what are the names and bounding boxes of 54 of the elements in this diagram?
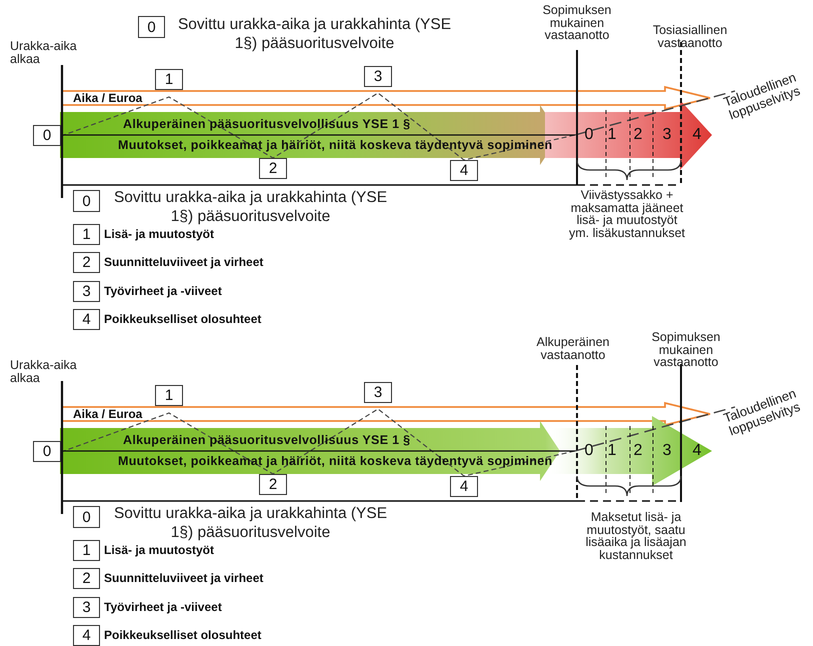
segment-number: 4 [692,126,702,144]
number-box: 0 [73,506,100,528]
annotation-text: Maksetut lisä- ja muutostyöt, saatu lisäaika ja lisäajan kustannukset [584,511,688,561]
segment-number: 3 [662,442,672,460]
segment-number: 4 [692,442,702,460]
legend-text: Työvirheet ja -viiveet [104,284,222,298]
arrow-label: Alkuperäinen pääsuoritusvelvollisuus YSE 1 § [123,433,410,447]
number-box: 2 [259,158,287,179]
number-box: 1 [155,69,183,90]
legend-text: Poikkeukselliset olosuhteet [104,628,262,642]
arrow-label: Aika / Euroa [73,407,142,421]
legend-text: Suunnitteluviiveet ja virheet [104,255,264,269]
number-box: 4 [450,476,478,497]
number-box: 1 [155,385,183,406]
annotation-text: Urakka-aika alkaa [10,359,78,384]
annotation-text: Sopimuksen mukainen vastaanotto [650,331,722,368]
number-box: 4 [73,309,100,330]
legend-text: Sovittu urakka-aika ja urakkahinta (YSE 1§) pääsuoritusvelvoite [112,504,388,542]
legend-text: Poikkeukselliset olosuhteet [104,312,262,326]
annotation-text: Urakka-aika alkaa [10,40,78,65]
number-box: 0 [33,125,61,146]
annotation-text: Alkuperäinen vastaanotto [536,336,610,361]
segment-number: 0 [584,126,594,144]
segment-number: 2 [632,126,644,144]
segment-number: 1 [606,442,618,460]
annotation-text: Tosiasiallinen vastaanotto [652,24,728,49]
arrow-label: Aika / Euroa [73,91,142,105]
number-box: 1 [73,540,100,561]
segment-number: 0 [584,442,594,460]
segment-number: 2 [632,442,644,460]
legend-text: Suunnitteluviiveet ja virheet [104,571,264,585]
number-box: 0 [138,16,165,38]
legend-text: Lisä- ja muutostyöt [104,227,214,241]
annotation-text: Viivästyssakko + maksamatta jääneet lisä- ja muutostyöt ym. lisäkustannukset [568,189,686,239]
number-box: 2 [259,474,287,495]
segment-number: 3 [662,126,672,144]
number-box: 3 [364,382,392,403]
number-box: 1 [73,224,100,245]
segment-number: 1 [606,126,618,144]
legend-text: Sovittu urakka-aika ja urakkahinta (YSE 1§) pääsuoritusvelvoite [176,15,452,53]
legend-text: Työvirheet ja -viiveet [104,600,222,614]
number-box: 3 [73,281,100,302]
number-box: 3 [73,597,100,618]
number-box: 4 [73,625,100,646]
arrow-label: Alkuperäinen pääsuoritusvelvollisuus YSE 1 § [123,117,410,131]
number-box: 2 [73,568,100,589]
annotation-text: Sopimuksen mukainen vastaanotto [542,4,612,42]
legend-text: Lisä- ja muutostyöt [104,543,214,557]
number-box: 3 [364,66,392,87]
number-box: 0 [33,441,61,462]
legend-text: Sovittu urakka-aika ja urakkahinta (YSE 1§) pääsuoritusvelvoite [112,188,388,226]
number-box: 0 [73,190,100,212]
number-box: 4 [450,160,478,181]
number-box: 2 [73,252,100,273]
